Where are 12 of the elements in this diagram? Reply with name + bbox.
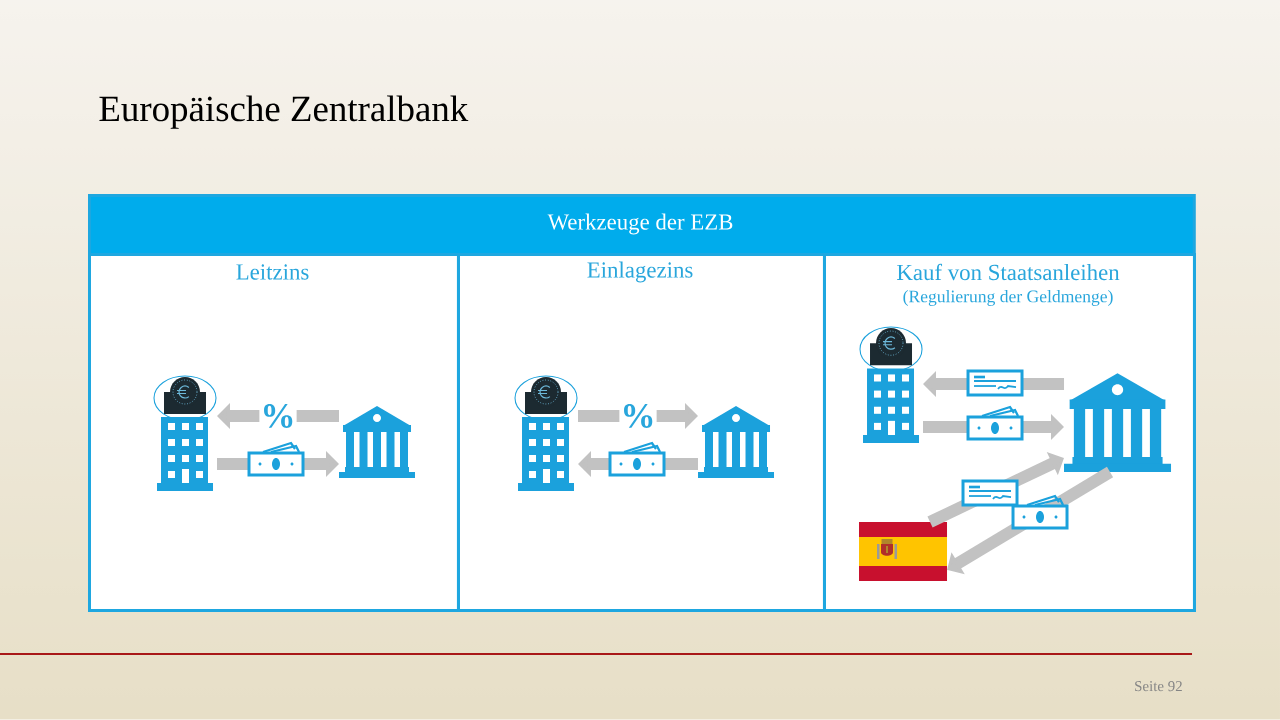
building-picture: [514, 375, 578, 491]
building-picture: [153, 375, 217, 491]
edge-label: %: [259, 403, 297, 429]
flag-picture: [859, 522, 947, 581]
slide-title: Europäische Zentralbank: [99, 95, 469, 129]
building-picture: [859, 326, 923, 444]
bank-picture: [1064, 373, 1172, 472]
edge-label: %: [619, 403, 657, 429]
bank-picture: [339, 406, 415, 478]
arrow: [947, 466, 1114, 575]
page-number: Seite 92: [1135, 681, 1182, 692]
bank-picture: [698, 406, 774, 478]
